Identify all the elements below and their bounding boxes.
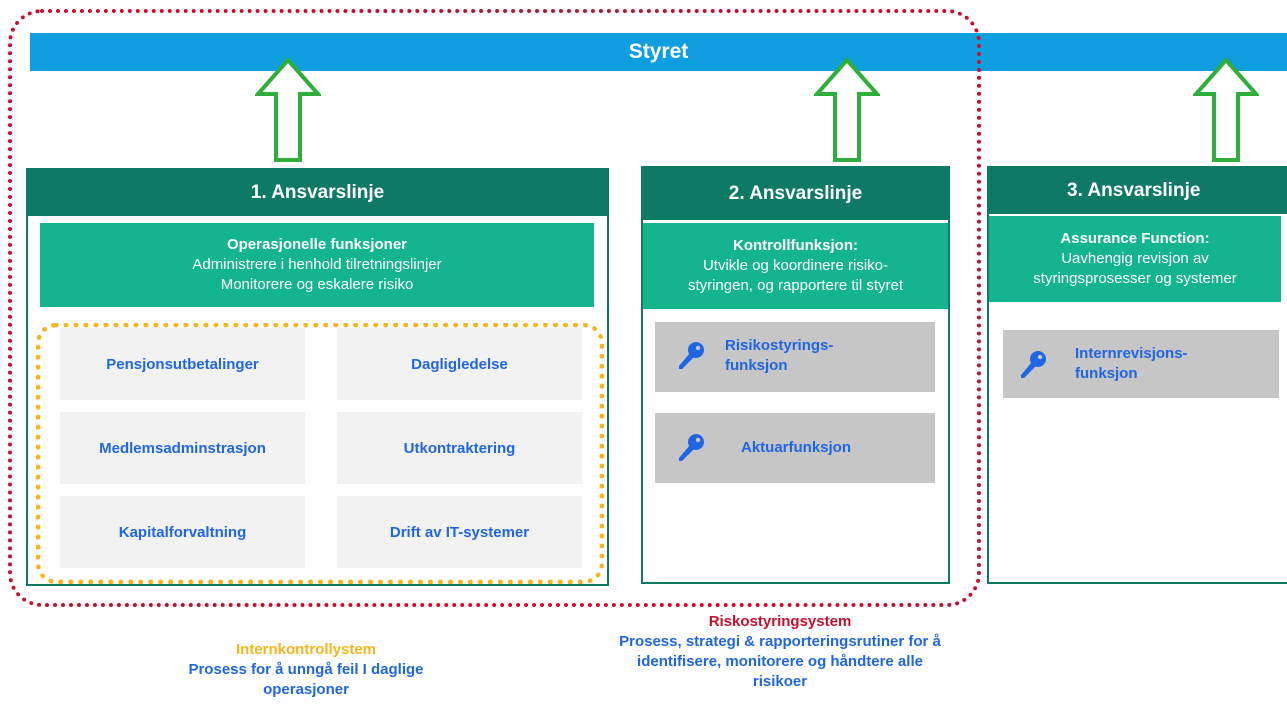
- line3-function-text-2: styringsprosesser og systemer: [1033, 270, 1237, 287]
- item-label-1: Aktuarfunksjon: [741, 439, 852, 456]
- item-aktuarfunksjon: Aktuarfunksjon: [655, 413, 935, 483]
- key-icon: [679, 434, 704, 461]
- line2-function-box: Kontrollfunksjon: Utvikle og koordinere …: [643, 223, 948, 309]
- internal-control-title: Internkontrollystem: [235, 641, 377, 658]
- cell-utkontraktering: Utkontraktering: [337, 412, 582, 484]
- line1-function-title: Operasjonelle funksjoner: [226, 236, 408, 253]
- item-label-1: Internrevisjons-: [1075, 345, 1188, 362]
- risk-system-text-1: Prosess, strategi & rapporteringsrutiner…: [619, 633, 941, 650]
- line2-header: 2. Ansvarslinje: [643, 168, 948, 220]
- item-internrevisjonsfunksjon: Internrevisjons- funksjon: [1003, 330, 1279, 398]
- cell-pensjonsutbetalinger: Pensjonsutbetalinger: [60, 328, 305, 400]
- up-arrow-icon: [1193, 57, 1259, 162]
- key-icon: [1021, 351, 1046, 378]
- up-arrow-icon: [814, 57, 880, 162]
- line2-function-text-2: styringen, og rapportere til styret: [687, 277, 904, 294]
- risk-system-caption: Riskostyringsystem Prosess, strategi & r…: [540, 612, 1020, 692]
- cell-drift-av-it-systemer: Drift av IT-systemer: [337, 496, 582, 568]
- line3-function-title: Assurance Function:: [1060, 230, 1210, 247]
- internal-control-text-1: Prosess for å unngå feil I daglige: [188, 661, 424, 678]
- line3-box: 3. Ansvarslinje Assurance Function: Uavh…: [987, 166, 1287, 584]
- risk-system-title: Riskostyringsystem: [708, 613, 852, 630]
- board-label: Styret: [628, 40, 689, 63]
- line1-function-text-2: Monitorere og eskalere risiko: [220, 276, 414, 293]
- line1-function-box: Operasjonelle funksjoner Administrere i …: [40, 223, 594, 307]
- line3-header: 3. Ansvarslinje: [989, 168, 1287, 214]
- item-label-1: Risikostyrings-: [725, 337, 834, 354]
- item-label-2: funksjon: [725, 357, 788, 374]
- key-icon: [679, 342, 704, 369]
- line2-function-title: Kontrollfunksjon:: [733, 237, 858, 254]
- up-arrow-icon: [255, 57, 321, 162]
- board-bar: Styret: [30, 33, 1287, 71]
- line2-box: 2. Ansvarslinje Kontrollfunksjon: Utvikl…: [641, 166, 950, 584]
- line1-header: 1. Ansvarslinje: [28, 170, 607, 216]
- risk-system-text-3: risikoer: [752, 673, 808, 690]
- line1-function-text-1: Administrere i henhold tilretningslinjer: [192, 256, 442, 273]
- cell-kapitalforvaltning: Kapitalforvaltning: [60, 496, 305, 568]
- risk-management-frame: [8, 9, 981, 607]
- internal-control-caption: Internkontrollystem Prosess for å unngå …: [120, 640, 492, 700]
- item-label-2: funksjon: [1075, 365, 1138, 382]
- line3-function-box: Assurance Function: Uavhengig revisjon a…: [989, 216, 1281, 302]
- line1-box: 1. Ansvarslinje Operasjonelle funksjoner…: [26, 168, 609, 586]
- risk-system-text-2: identifisere, monitorere og håndtere all…: [637, 653, 923, 670]
- cell-medlemsadministrasjon: Medlemsadminstrasjon: [60, 412, 305, 484]
- line3-function-text-1: Uavhengig revisjon av: [1061, 250, 1209, 267]
- line2-function-text-1: Utvikle og koordinere risiko-: [702, 257, 889, 274]
- internal-control-frame: [36, 323, 604, 584]
- internal-control-text-2: operasjoner: [263, 681, 349, 698]
- cell-dagligledelse: Dagligledelse: [337, 328, 582, 400]
- item-risikostyringsfunksjon: Risikostyrings- funksjon: [655, 322, 935, 392]
